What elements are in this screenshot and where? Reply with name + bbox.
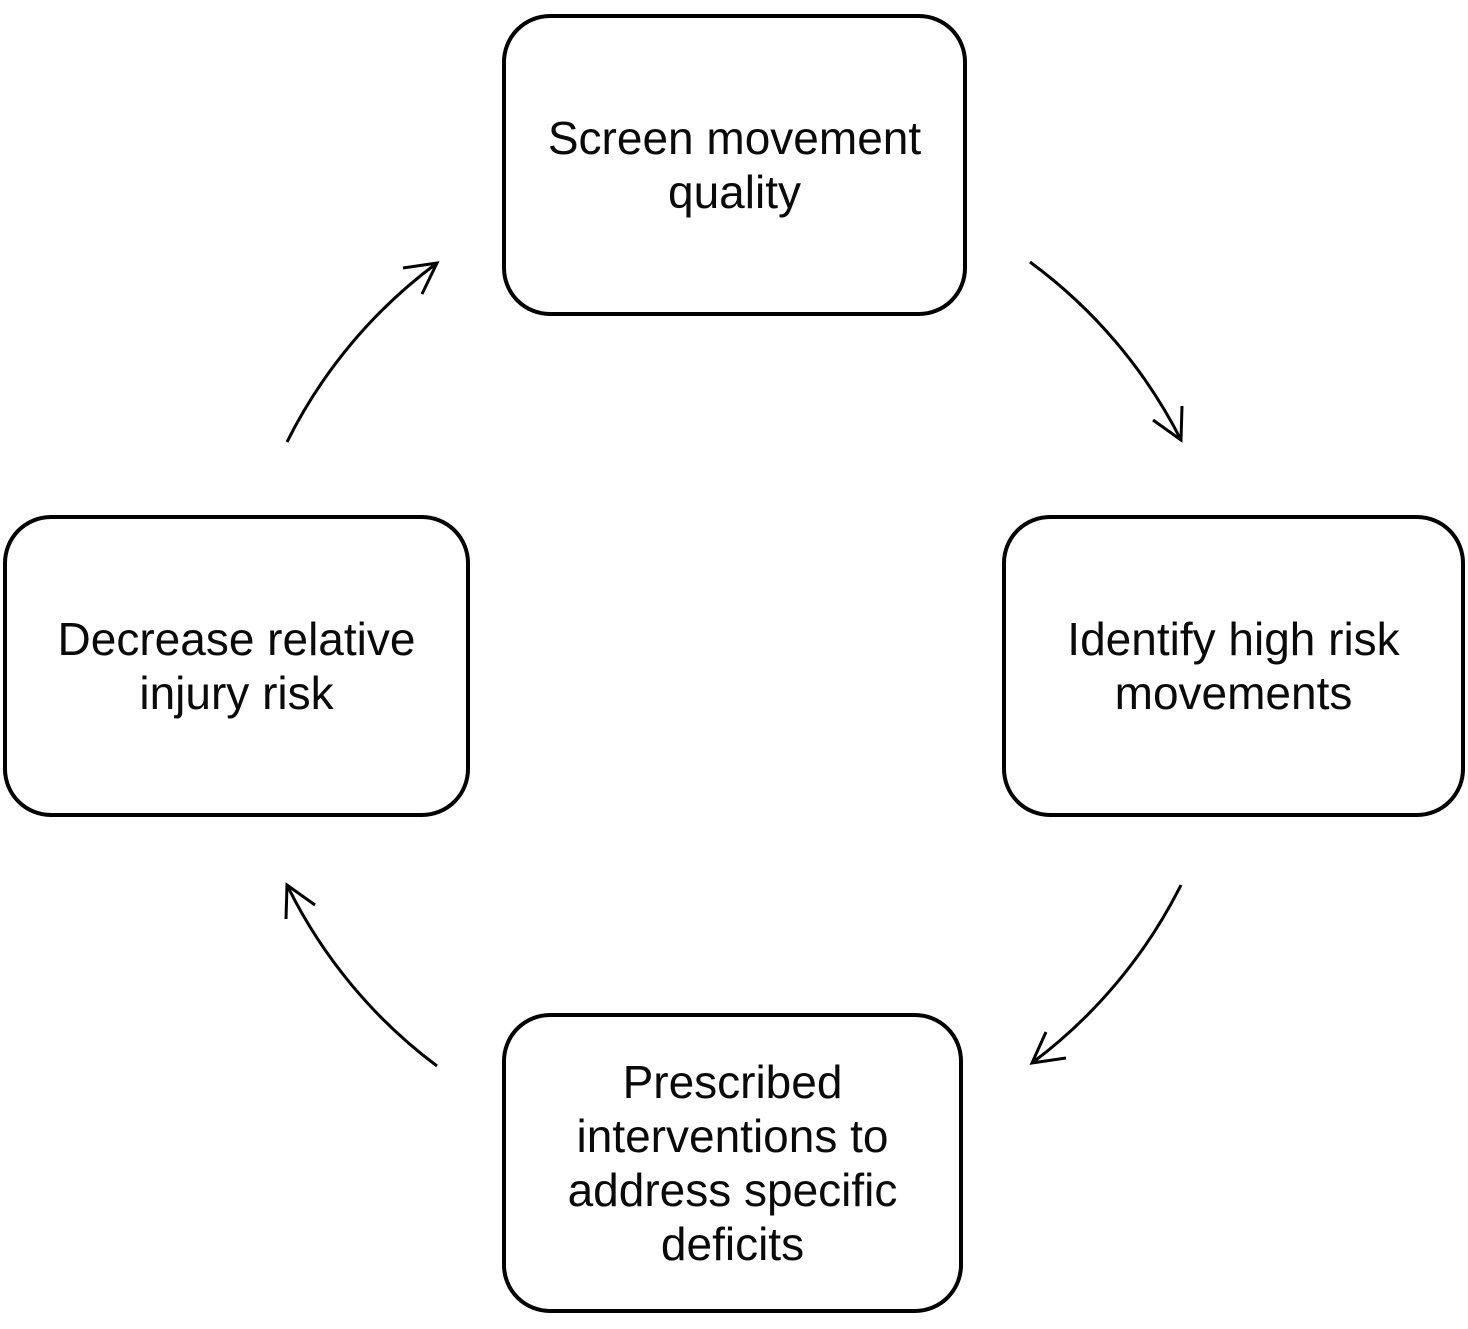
arrow-right-to-bottom-icon [1029,884,1183,1065]
node-prescribed-interventions: Prescribed interventions to address spec… [502,1013,963,1313]
arrow-top-to-right-icon [1029,260,1184,443]
arrow-left-to-top-icon [285,261,440,443]
arrow-bottom-to-left-icon [284,882,438,1068]
node-identify-high-risk-movements: Identify high risk movements [1002,515,1465,817]
node-label: Prescribed interventions to address spec… [567,1056,898,1270]
node-label: Screen movement quality [547,112,922,218]
node-decrease-relative-injury-risk: Decrease relative injury risk [3,515,470,817]
node-label: Identify high risk movements [1067,613,1400,719]
node-screen-movement-quality: Screen movement quality [502,14,967,316]
node-label: Decrease relative injury risk [57,613,416,719]
